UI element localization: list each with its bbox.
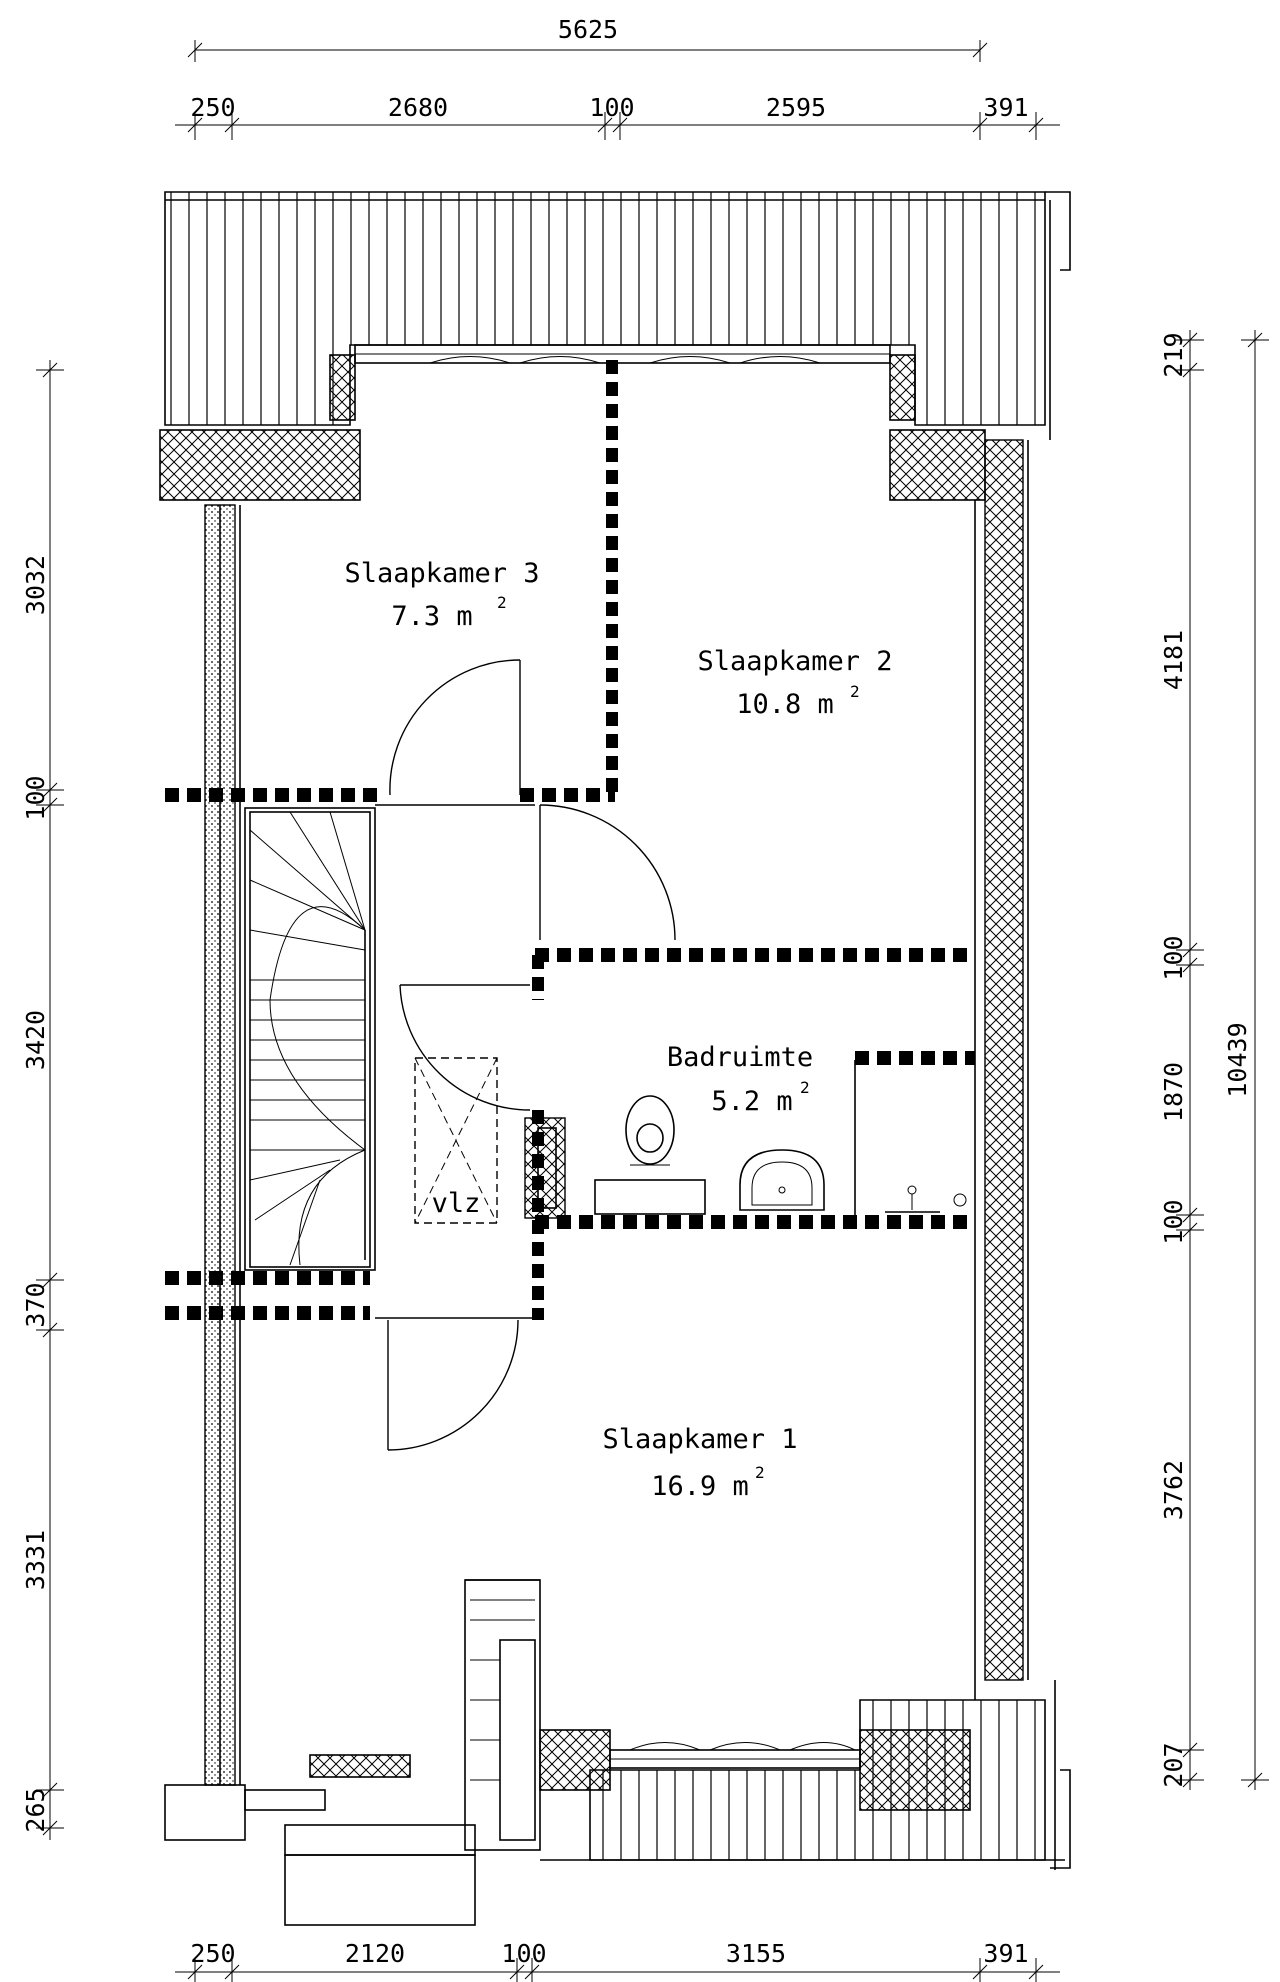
bottom-dimension-segments: 250 2120 100 3155 391 (175, 1939, 1060, 1982)
room-slaapkamer2-name: Slaapkamer 2 (697, 646, 892, 677)
vlz-hatch: vlz (414, 1057, 498, 1224)
insulation-bottom-sill (309, 1754, 411, 1778)
dim-right-7: 207 (1159, 1742, 1188, 1787)
dim-left-2: 100 (21, 775, 50, 820)
dim-right-3: 100 (1159, 935, 1188, 980)
dim-left-5: 3331 (21, 1530, 50, 1590)
dim-left-1: 3032 (21, 555, 50, 615)
room-slaapkamer3-name: Slaapkamer 3 (344, 558, 539, 589)
left-exterior-wall (204, 504, 241, 1786)
window-bottom (609, 1742, 861, 1769)
dim-right-1: 219 (1159, 332, 1188, 377)
room-badruimte-name: Badruimte (667, 1042, 813, 1073)
room-slaapkamer2-area: 10.8 m (736, 689, 834, 720)
dim-left-4: 370 (21, 1282, 50, 1327)
dormer-bottom-left (164, 1579, 541, 1926)
dim-left-6: 265 (21, 1787, 50, 1832)
dim-bottom-1: 250 (190, 1939, 235, 1968)
room-slaapkamer3-sup: 2 (497, 593, 507, 612)
room-slaapkamer3: Slaapkamer 3 7.3 m 2 (344, 558, 539, 632)
sink-icon (739, 1149, 825, 1211)
roof-top (164, 191, 1071, 440)
room-slaapkamer1-sup: 2 (755, 1463, 765, 1482)
dim-top-total: 5625 (558, 15, 618, 44)
toilet-icon (594, 1095, 706, 1215)
dim-top-1: 250 (190, 93, 235, 122)
dim-right-6: 3762 (1159, 1460, 1188, 1520)
room-slaapkamer2: Slaapkamer 2 10.8 m 2 (697, 646, 892, 720)
dim-top-5: 391 (983, 93, 1028, 122)
dim-bottom-4: 3155 (726, 1939, 786, 1968)
room-badruimte-sup: 2 (800, 1078, 810, 1097)
left-dimension-segments: 3032 100 3420 370 3331 265 (21, 360, 64, 1840)
right-dimension-segments: 219 4181 100 1870 100 3762 207 (1159, 330, 1204, 1790)
insulation-window-left (329, 354, 356, 421)
insulation-top-right (889, 429, 986, 501)
door-slaapkamer1 (387, 1319, 519, 1451)
room-slaapkamer1-name: Slaapkamer 1 (602, 1424, 797, 1455)
right-dimension-total: 10439 (1223, 330, 1269, 1790)
dim-right-2: 4181 (1159, 630, 1188, 690)
dim-top-3: 100 (589, 93, 634, 122)
insulation-bottom-left (539, 1729, 611, 1791)
dim-top-2: 2680 (388, 93, 448, 122)
room-slaapkamer1-area: 16.9 m (651, 1471, 749, 1502)
door-slaapkamer2 (539, 804, 676, 941)
room-badruimte: Badruimte 5.2 m 2 (667, 1042, 813, 1117)
dim-right-4: 1870 (1159, 1062, 1188, 1122)
room-slaapkamer3-area: 7.3 m (391, 601, 472, 632)
top-dimension-segments: 250 2680 100 2595 391 (175, 93, 1060, 140)
vlz-label: vlz (432, 1188, 481, 1219)
insulation-window-right (889, 354, 916, 421)
dim-bottom-5: 391 (983, 1939, 1028, 1968)
dim-bottom-2: 2120 (345, 1939, 405, 1968)
staircase (244, 807, 376, 1271)
dim-right-5: 100 (1159, 1199, 1188, 1244)
room-slaapkamer2-sup: 2 (850, 682, 860, 701)
window-top (354, 344, 891, 364)
right-exterior-wall (974, 439, 1029, 1700)
door-badruimte (399, 984, 531, 1111)
dim-left-3: 3420 (21, 1010, 50, 1070)
faucet-icon (885, 1185, 967, 1213)
room-slaapkamer1: Slaapkamer 1 16.9 m 2 (602, 1424, 797, 1502)
dim-right-total: 10439 (1223, 1022, 1252, 1097)
roof-bottom (540, 1680, 1071, 1870)
door-slaapkamer3 (389, 659, 521, 796)
insulation-top-left (159, 429, 361, 501)
insulation-bottom-right (859, 1729, 971, 1811)
top-dimension-total: 5625 (187, 15, 988, 62)
dim-bottom-3: 100 (501, 1939, 546, 1968)
room-badruimte-area: 5.2 m (711, 1086, 792, 1117)
dim-top-4: 2595 (766, 93, 826, 122)
shaft (524, 1117, 566, 1219)
